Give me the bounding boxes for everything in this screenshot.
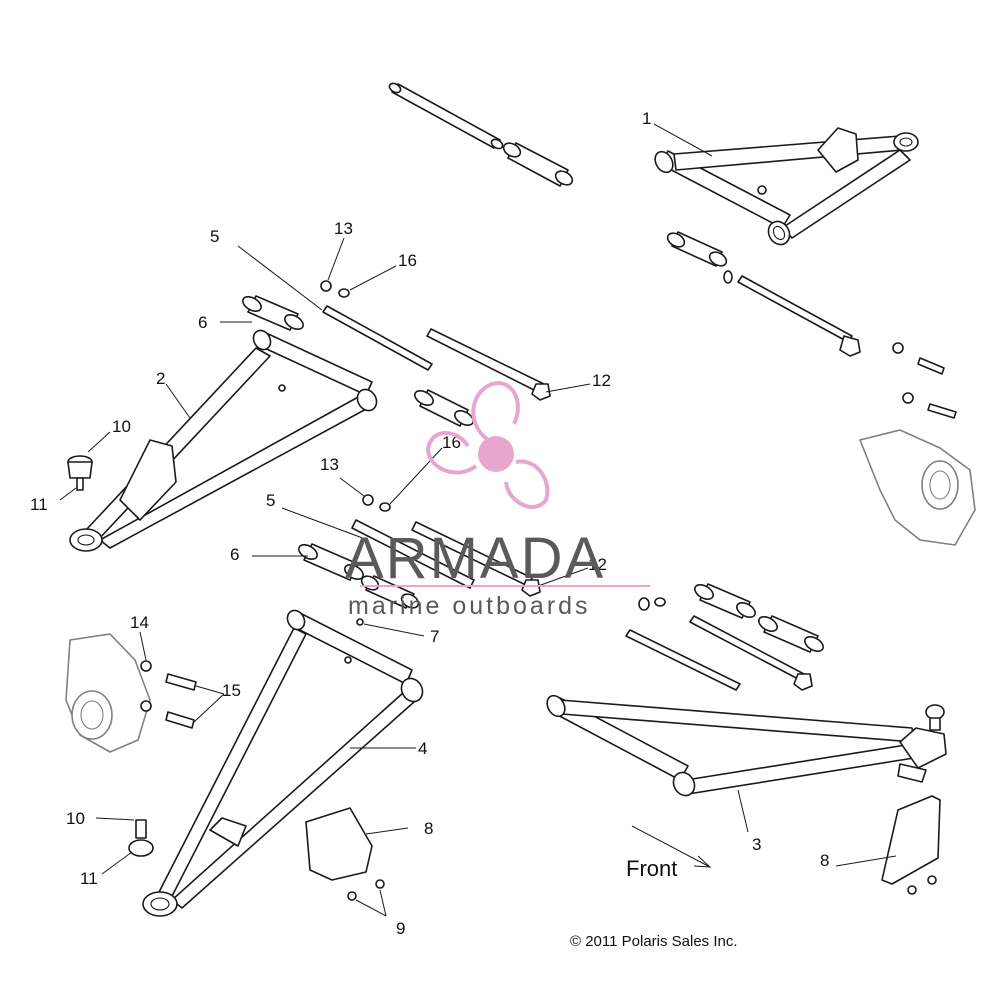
pivot-shaft-right-lower: [625, 629, 741, 691]
callout-4: 4: [418, 739, 427, 758]
top-pivot-bushing: [502, 142, 574, 187]
a-arm-upper-right: [654, 127, 919, 246]
callout-13-upper: 13: [334, 219, 353, 238]
leader-lines: [59, 123, 897, 917]
propeller-logo-icon: [425, 381, 550, 509]
callout-10-upper: 10: [112, 417, 131, 436]
copyright-text: © 2011 Polaris Sales Inc.: [570, 933, 738, 950]
pivot-bolt-upper: [426, 328, 551, 401]
callout-5-upper: 5: [210, 227, 219, 246]
callout-3: 3: [752, 835, 761, 854]
front-label: Front: [626, 856, 677, 881]
nut-13-upper: [320, 280, 332, 292]
callout-12-upper: 12: [592, 371, 611, 390]
front-direction-arrow: [631, 825, 712, 868]
bolt-15-upper: [165, 673, 197, 691]
screw-9-a: [347, 891, 357, 901]
pivot-bolt-lower: [411, 521, 533, 587]
nut-right-lower: [638, 597, 650, 611]
callout-2: 2: [156, 369, 165, 388]
watermark-tagline: marine outboards: [348, 592, 591, 620]
washer-right-upper: [723, 270, 733, 284]
callout-9: 9: [396, 919, 405, 938]
ball-joint-upper: [67, 455, 93, 491]
screw-right-a: [907, 885, 917, 895]
skid-plate-left: [305, 807, 373, 881]
washer-right-lower: [654, 597, 666, 607]
screw-9-b: [375, 879, 385, 889]
a-arm-lower-right: [546, 694, 947, 797]
callout-8-right: 8: [820, 851, 829, 870]
nut-bolt-set-right: [892, 342, 957, 419]
pivot-bolt-right-lower: [689, 615, 813, 691]
bushing-mid-left: [414, 389, 474, 427]
callout-16-upper: 16: [398, 251, 417, 270]
grease-fitting-7: [356, 618, 364, 626]
nut-13-lower: [362, 494, 374, 506]
skid-plate-right: [881, 795, 941, 885]
callout-5-lower: 5: [266, 491, 275, 510]
callout-11-upper: 11: [30, 495, 48, 514]
watermark-brand: ARMADA: [345, 526, 605, 591]
bushing-right-lower-b: [758, 615, 824, 653]
bushing-right-upper: [666, 231, 728, 267]
callout-6-upper: 6: [198, 313, 207, 332]
callout-13-lower: 13: [320, 455, 339, 474]
callout-6-lower: 6: [230, 545, 239, 564]
a-arm-lower-left: [142, 609, 424, 917]
screw-right-b: [927, 875, 937, 885]
nut-12-lower: [521, 579, 541, 597]
bolt-15-lower: [165, 711, 195, 729]
ball-joint-lower: [128, 819, 154, 857]
long-bolt-right-upper: [737, 275, 861, 357]
callout-15: 15: [222, 681, 241, 700]
callout-14: 14: [130, 613, 149, 632]
steering-knuckle-right: [859, 429, 976, 546]
callout-8-left: 8: [424, 819, 433, 838]
nut-15-lower: [140, 700, 152, 712]
callout-labels: 1 2 3 4 5 5 6 6 7 8 8 9 10 10 11 11 12 1…: [30, 109, 829, 938]
callout-7: 7: [430, 627, 439, 646]
steering-knuckle-left: [65, 633, 151, 753]
pivot-shaft-upper-left: [322, 305, 433, 371]
nut-14: [140, 660, 152, 672]
callout-11-lower: 11: [80, 869, 98, 888]
washer-16-lower: [379, 502, 391, 512]
watermark: ARMADA marine outboards: [345, 381, 650, 620]
bushing-right-lower-a: [694, 583, 756, 619]
top-pivot-shaft: [388, 82, 504, 150]
washer-16-upper: [338, 288, 350, 298]
callout-1: 1: [642, 109, 651, 128]
a-arm-upper-left: [69, 329, 378, 552]
bushing-upper-left: [242, 295, 304, 331]
callout-12-lower: 12: [588, 555, 607, 574]
callout-10-lower: 10: [66, 809, 85, 828]
pivot-shaft-lower-left: [351, 519, 475, 589]
